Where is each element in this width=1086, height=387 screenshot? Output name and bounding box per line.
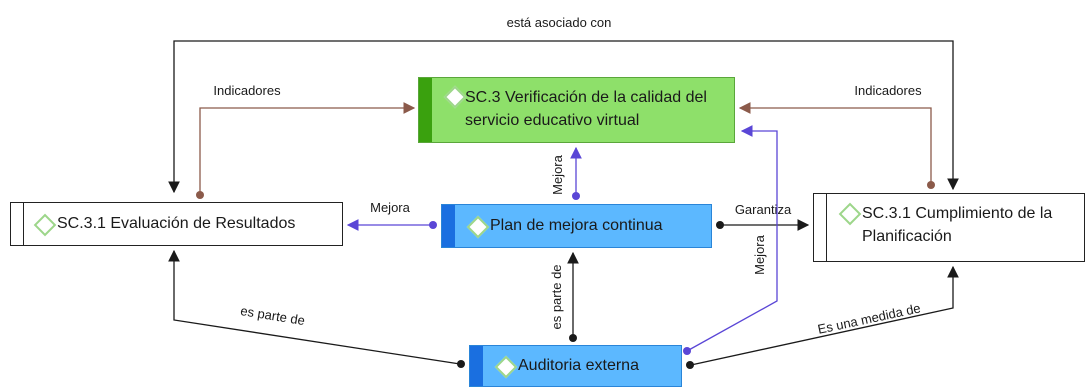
node-accent-bar xyxy=(442,205,455,247)
node-accent-bar xyxy=(11,203,24,245)
edge-dot xyxy=(429,221,437,229)
edge-label-indicadores-right: Indicadores xyxy=(854,83,922,98)
edge-indicadores-left xyxy=(199,102,416,194)
diamond-icon xyxy=(838,202,862,226)
diamond-icon xyxy=(466,215,490,239)
edge-label-indicadores-left: Indicadores xyxy=(213,83,281,98)
node-accent-bar xyxy=(814,194,827,261)
edge-dot xyxy=(196,191,204,199)
node-title: Plan de mejora continua xyxy=(490,217,663,234)
edge-dot xyxy=(572,192,580,200)
edge-medida xyxy=(690,265,959,366)
node-accent-bar xyxy=(419,78,432,142)
node-title: SC.3 Verificación de la calidad del serv… xyxy=(465,89,707,129)
edge-label-mejora-audit: Mejora xyxy=(752,234,767,275)
edge-dot xyxy=(686,361,694,369)
node-evaluacion-resultados[interactable]: SC.3.1 Evaluación de Resultados xyxy=(10,202,343,246)
edge-es-parte-de-left xyxy=(168,249,461,365)
diamond-icon xyxy=(494,355,518,379)
diamond-icon xyxy=(33,213,57,237)
node-title: Auditoria externa xyxy=(518,357,639,374)
edge-mejora-audit xyxy=(686,125,778,352)
edge-label-es-parte-de-center: es parte de xyxy=(549,264,564,329)
node-plan-mejora[interactable]: Plan de mejora continua xyxy=(441,204,712,248)
diamond-icon xyxy=(443,85,467,109)
edge-asociado xyxy=(168,40,959,194)
edge-dot xyxy=(927,181,935,189)
node-auditoria-externa[interactable]: Auditoria externa xyxy=(469,345,682,387)
edge-label-es-parte-de-left: es parte de xyxy=(239,303,306,328)
edge-indicadores-right xyxy=(738,102,932,185)
node-verificacion-calidad[interactable]: SC.3 Verificación de la calidad del serv… xyxy=(418,77,735,143)
edge-dot xyxy=(457,360,465,368)
edge-label-mejora-left: Mejora xyxy=(370,200,411,215)
edge-dot xyxy=(716,221,724,229)
node-cumplimiento-planificacion[interactable]: SC.3.1 Cumplimiento de la Planificación xyxy=(813,193,1085,262)
node-title: SC.3.1 Cumplimiento de la Planificación xyxy=(862,205,1053,245)
edge-label-asociado: está asociado con xyxy=(507,15,612,30)
edge-label-garantiza: Garantiza xyxy=(735,202,792,217)
edge-label-mejora-up: Mejora xyxy=(550,154,565,195)
edge-dot xyxy=(683,347,691,355)
edge-dot xyxy=(569,334,577,342)
node-title: SC.3.1 Evaluación de Resultados xyxy=(57,215,296,232)
node-accent-bar xyxy=(470,346,483,386)
